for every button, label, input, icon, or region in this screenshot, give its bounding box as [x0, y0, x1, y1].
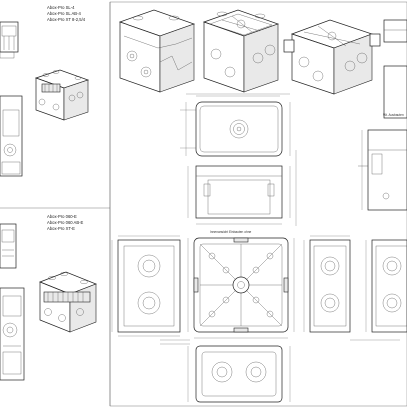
iso-box-terminals-a: [34, 69, 90, 121]
box-partial-mid-left: [0, 223, 17, 269]
side-view-entries-left: [111, 239, 181, 337]
iso-box-closed: [118, 9, 196, 93]
dimension-marks: [118, 150, 400, 341]
series-b-group: Abox-Pro 060-E Abox-Pro 060 AB-E Abox-Pr…: [0, 214, 97, 381]
series-a-line-3: Abox-Pro XT 8-2,5/4: [47, 17, 86, 22]
front-view-partial-a: [0, 95, 23, 177]
series-b-line-2: Abox-Pro 060 AB-E: [47, 220, 84, 225]
series-a-line-1: Abox-Pro SL-4: [47, 5, 75, 10]
series-a-line-2: Abox-Pro SL AB-4: [47, 11, 81, 16]
mount-assembly-label: Wt. Ausbauten: [383, 113, 404, 117]
iso-box-flanged: [283, 19, 381, 95]
partial-view-right-top: Wt. Ausbauten: [383, 19, 407, 119]
side-view-right: [358, 129, 407, 211]
series-b-line-3: Abox-Pro XT-E: [47, 226, 75, 231]
box-partial-top-left: [0, 21, 19, 59]
side-view-middle: [187, 165, 291, 225]
top-view-lid: [180, 93, 291, 157]
side-view-entries-right: [303, 239, 351, 333]
bottom-view: [160, 339, 291, 403]
series-a-group: Abox-Pro SL-4 Abox-Pro SL AB-4 Abox-Pro …: [0, 5, 90, 177]
side-view-entries-far-right: [365, 239, 407, 333]
inner-view-label: Innenansicht Einbauten ohne: [210, 230, 252, 234]
iso-box-open: [202, 9, 280, 93]
series-b-line-1: Abox-Pro 060-E: [47, 214, 77, 219]
front-view-partial-b: [0, 287, 25, 381]
iso-box-terminals-b: [39, 271, 97, 333]
inner-view: Innenansicht Einbauten ohne: [187, 230, 295, 339]
